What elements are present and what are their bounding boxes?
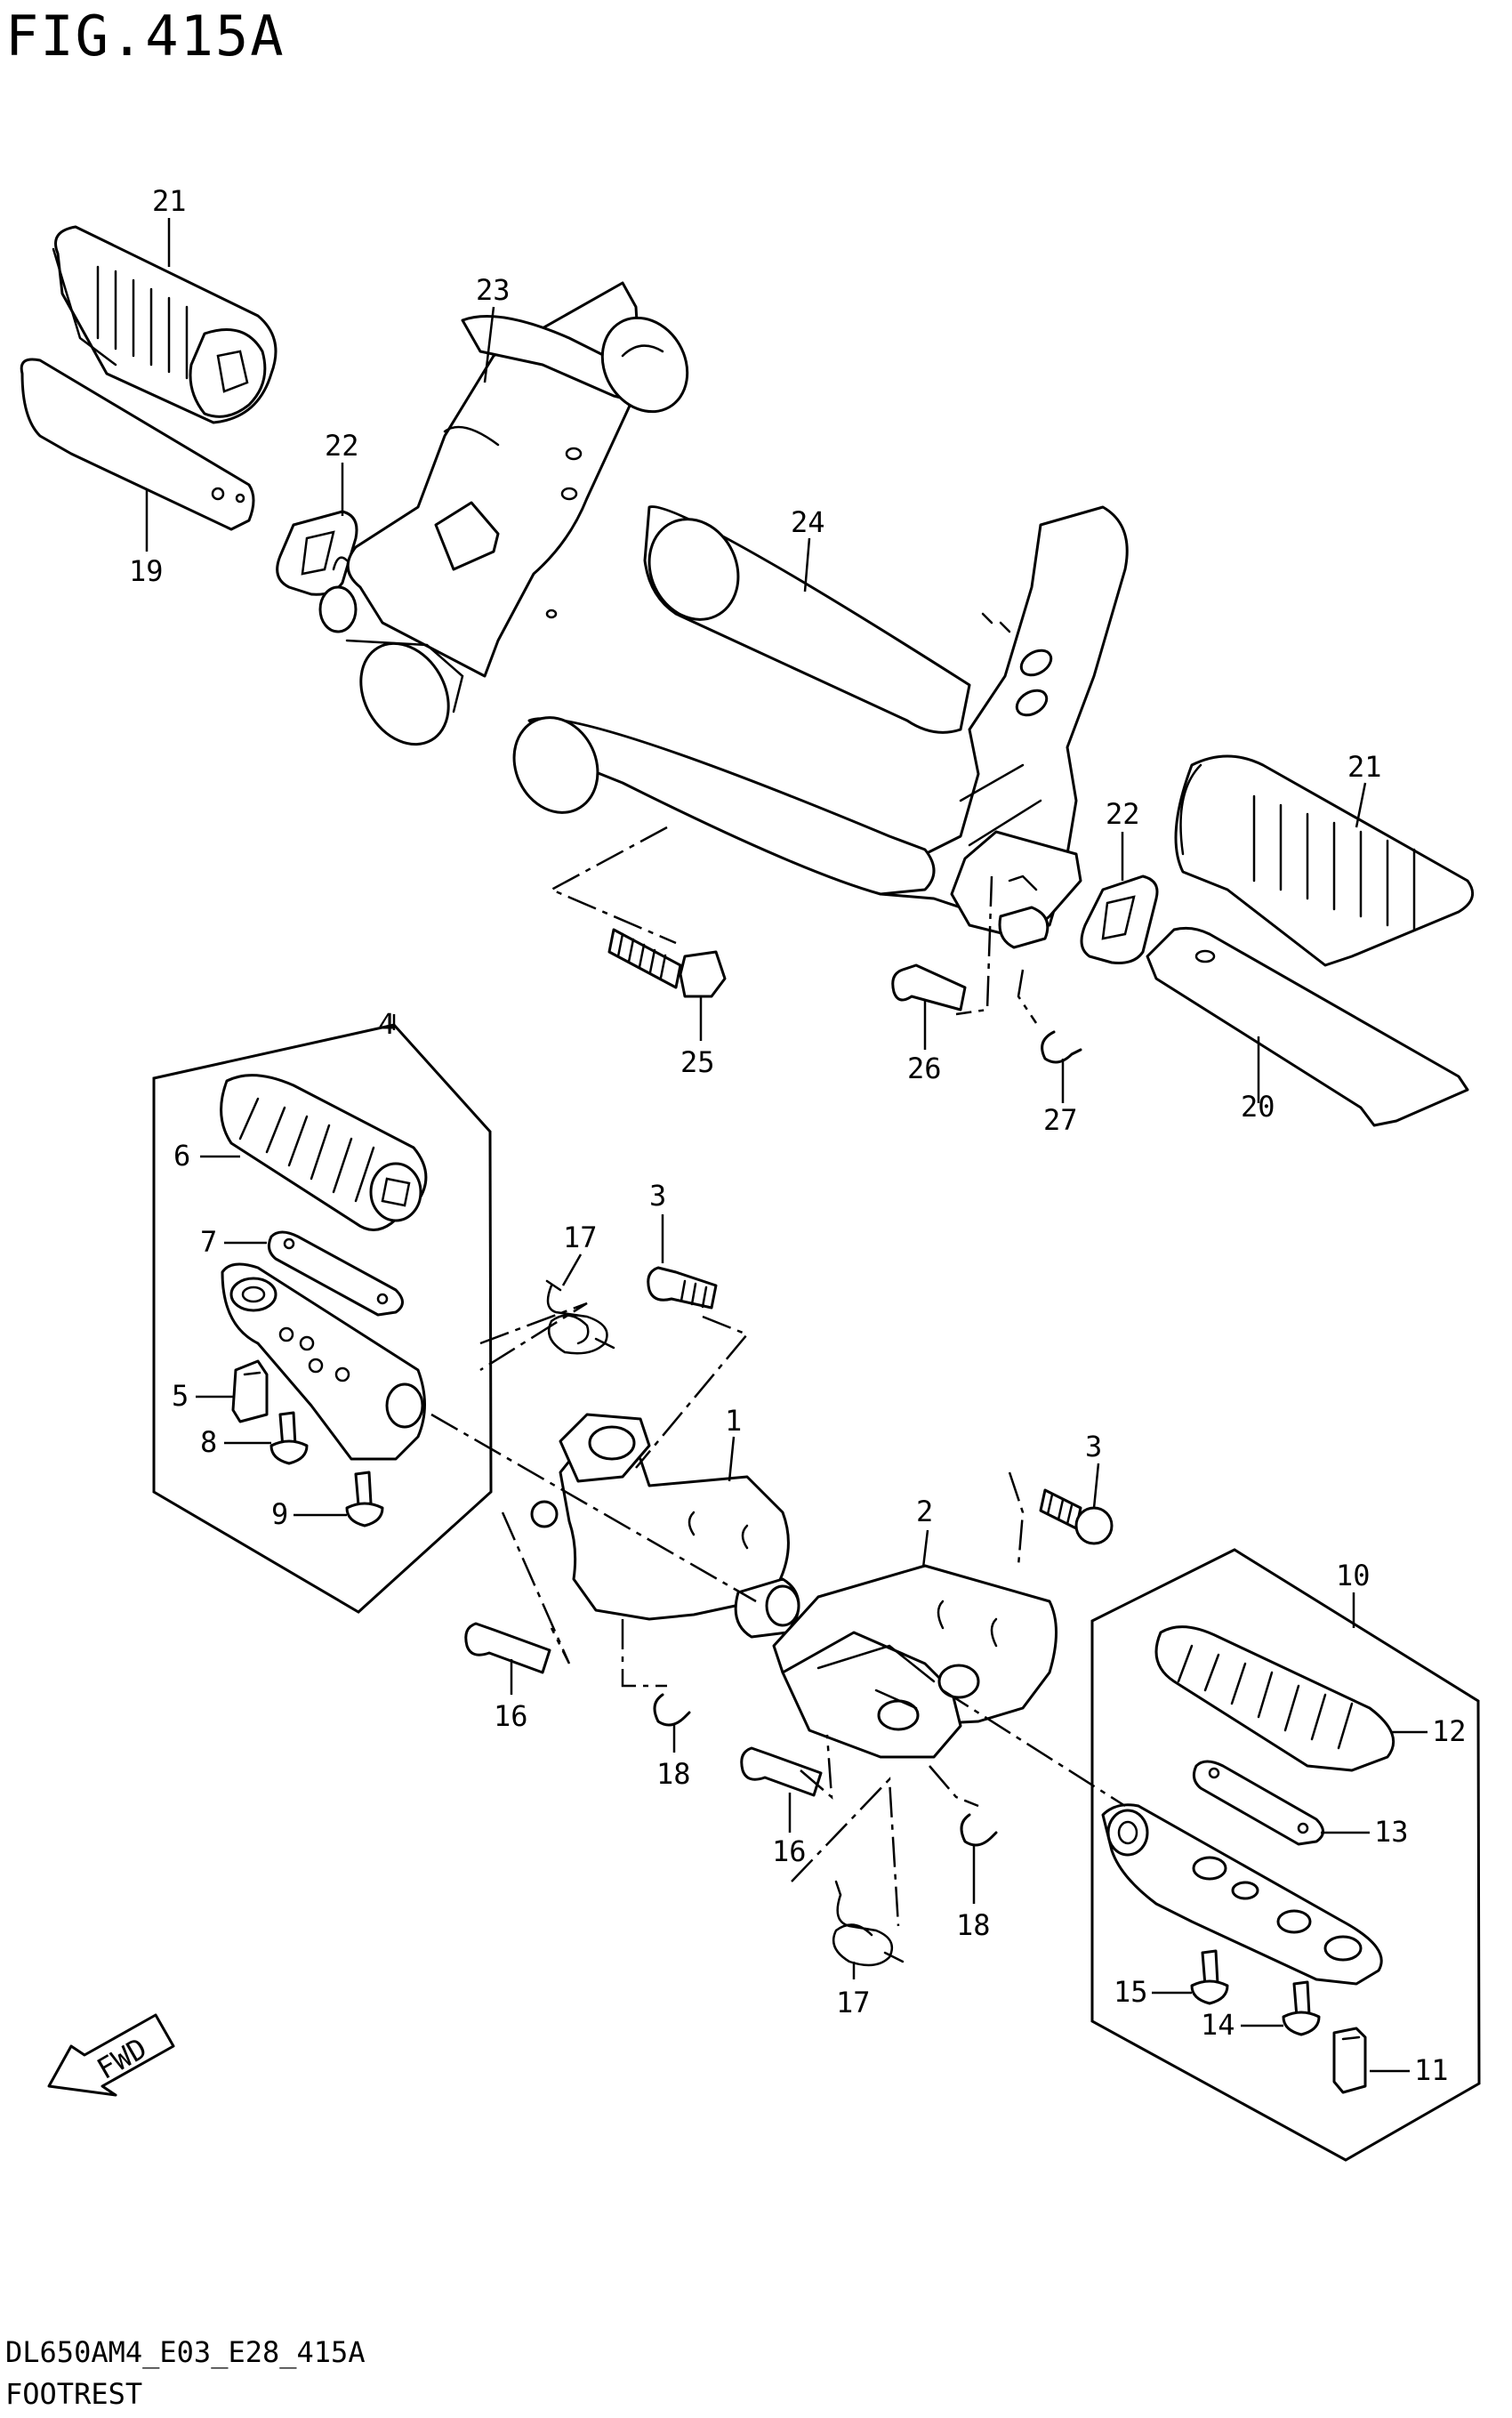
- footpeg-rubber-right: [1174, 754, 1475, 967]
- clip-18-right: [960, 1813, 998, 1847]
- assembly-line-17b: [791, 1777, 900, 1927]
- assembly-line-1: [430, 1413, 757, 1603]
- assembly-line-2: [942, 1689, 1126, 1808]
- clip-18-left: [653, 1693, 691, 1727]
- callout-17-right: 17: [836, 1986, 871, 2019]
- damper-left: [276, 510, 358, 596]
- callout-17-left: 17: [563, 1221, 598, 1254]
- callout-21-left: 21: [152, 184, 187, 218]
- assembly-box-10: [1090, 1548, 1481, 2162]
- leader-lines: [145, 218, 1428, 2073]
- assembly-line-18b: [929, 1765, 979, 1808]
- callout-9: 9: [271, 1497, 288, 1531]
- callout-13: 13: [1374, 1815, 1409, 1849]
- callout-4: 4: [378, 1007, 395, 1041]
- bracket-left-23: [318, 281, 689, 746]
- bolt-3-right: [1039, 1488, 1114, 1545]
- assembly-line-3a: [635, 1315, 750, 1469]
- callout-15: 15: [1114, 1975, 1148, 2009]
- figure-title: FIG.415A: [5, 4, 286, 69]
- callout-24: 24: [791, 505, 825, 539]
- callouts: 21 23 22 19 24 21 22 25 26 27 20 4 6 7 1…: [129, 184, 1467, 2087]
- callout-16-right: 16: [772, 1834, 807, 1868]
- bolt-25: [607, 928, 727, 998]
- assembly-line-17a: [479, 1302, 588, 1372]
- assembly-line-16a: [501, 1511, 571, 1664]
- callout-11: 11: [1414, 2053, 1449, 2087]
- callout-14: 14: [1201, 2008, 1235, 2042]
- callout-23: 23: [476, 273, 511, 307]
- callout-16-left: 16: [494, 1699, 528, 1733]
- callout-25: 25: [680, 1045, 715, 1079]
- bracket-right-24: [512, 505, 1129, 927]
- footpeg-rubber-12: [1154, 1625, 1395, 1772]
- damper-right: [1080, 875, 1159, 964]
- assembly-line-26: [955, 875, 993, 1016]
- callout-20: 20: [1241, 1090, 1275, 1124]
- callout-22-right: 22: [1106, 797, 1140, 831]
- pin-16-right: [740, 1746, 823, 1797]
- callout-21-right: 21: [1347, 750, 1382, 784]
- callout-19: 19: [129, 554, 164, 588]
- footpeg-plate-left: [20, 358, 255, 531]
- fwd-arrow-icon: FWD: [47, 2013, 175, 2097]
- assembly-line-16b: [800, 1734, 833, 1800]
- footpeg-body-4: [221, 1262, 426, 1461]
- pin-16-left: [464, 1622, 551, 1674]
- callout-18-left: 18: [656, 1757, 691, 1791]
- callout-7: 7: [200, 1225, 217, 1259]
- bolt-3-left: [647, 1266, 718, 1310]
- callout-18-right: 18: [956, 1908, 991, 1942]
- callout-12: 12: [1432, 1714, 1467, 1748]
- spring-17-left: [545, 1279, 615, 1355]
- callout-2: 2: [916, 1495, 933, 1528]
- assembly-line-3b: [1008, 1471, 1025, 1567]
- bracket-2: [772, 1564, 1058, 1759]
- assembly-line-18a: [621, 1619, 667, 1688]
- footpeg-rubber-6: [220, 1074, 428, 1231]
- plate-13: [1192, 1760, 1324, 1846]
- nut-5: [231, 1359, 269, 1423]
- screw-8: [269, 1411, 309, 1465]
- callout-27: 27: [1043, 1103, 1078, 1137]
- assembly-line-27: [1017, 969, 1038, 1024]
- footpeg-rubber-left: [52, 225, 277, 424]
- callout-3-left: 3: [649, 1179, 666, 1213]
- callout-1: 1: [725, 1404, 742, 1438]
- screw-9: [345, 1471, 384, 1527]
- screw-15: [1190, 1949, 1229, 2005]
- clip-27: [1041, 1030, 1082, 1064]
- plate-7: [267, 1230, 404, 1317]
- bracket-1: [530, 1413, 800, 1639]
- callout-10: 10: [1336, 1559, 1371, 1592]
- hinge-plate-upper: [950, 830, 1082, 949]
- callout-5: 5: [172, 1379, 189, 1413]
- callout-22-left: 22: [325, 429, 359, 463]
- spring-17-right: [832, 1880, 905, 1967]
- callout-8: 8: [200, 1425, 217, 1459]
- screw-14: [1282, 1980, 1321, 2036]
- section-title: FOOTREST: [5, 2377, 143, 2411]
- figure-code: DL650AM4_E03_E28_415A: [5, 2335, 366, 2369]
- callout-26: 26: [907, 1052, 942, 1085]
- footpeg-plate-right: [1146, 926, 1469, 1127]
- pin-26: [891, 963, 967, 1012]
- callout-6: 6: [173, 1139, 190, 1173]
- assembly-line-25: [549, 826, 677, 945]
- callout-3-right: 3: [1085, 1430, 1102, 1463]
- nut-11: [1332, 2027, 1367, 2094]
